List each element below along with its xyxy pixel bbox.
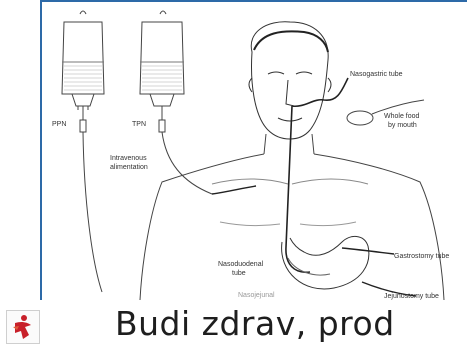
tpn-iv-bag-icon bbox=[140, 11, 212, 194]
central-iv-line bbox=[212, 186, 256, 194]
ppn-iv-bag-icon bbox=[62, 11, 104, 292]
slogan-text: Budi zdrav, prod bbox=[115, 304, 395, 343]
label-nasoduodenal-tube: tube bbox=[232, 269, 246, 278]
patient-head bbox=[249, 22, 331, 139]
label-intravenous: Intravenous bbox=[110, 154, 147, 163]
label-nasoduodenal: Nasoduodenal bbox=[218, 260, 263, 269]
nasogastric-tube bbox=[286, 78, 348, 272]
stomach bbox=[282, 236, 369, 289]
label-whole-food: Whole food bbox=[384, 112, 419, 121]
logo bbox=[6, 310, 40, 344]
label-by-mouth: by mouth bbox=[388, 121, 417, 130]
left-margin bbox=[0, 0, 44, 351]
gastrostomy-tube bbox=[342, 248, 394, 254]
label-jejunostomy-tube: Jejunostomy tube bbox=[384, 292, 439, 300]
label-ppn: PPN bbox=[52, 120, 66, 129]
enteral-parenteral-feeding-illustration: PPN TPN Intravenous alimentation Nasogas… bbox=[42, 2, 467, 300]
label-nasogastric-tube: Nasogastric tube bbox=[350, 70, 403, 79]
label-gastrostomy-tube: Gastrostomy tube bbox=[394, 252, 449, 261]
health-logo-icon bbox=[9, 313, 37, 341]
label-alimentation: alimentation bbox=[110, 163, 148, 172]
label-nasojejunal: Nasojejunal bbox=[238, 291, 275, 300]
label-tpn: TPN bbox=[132, 120, 146, 129]
